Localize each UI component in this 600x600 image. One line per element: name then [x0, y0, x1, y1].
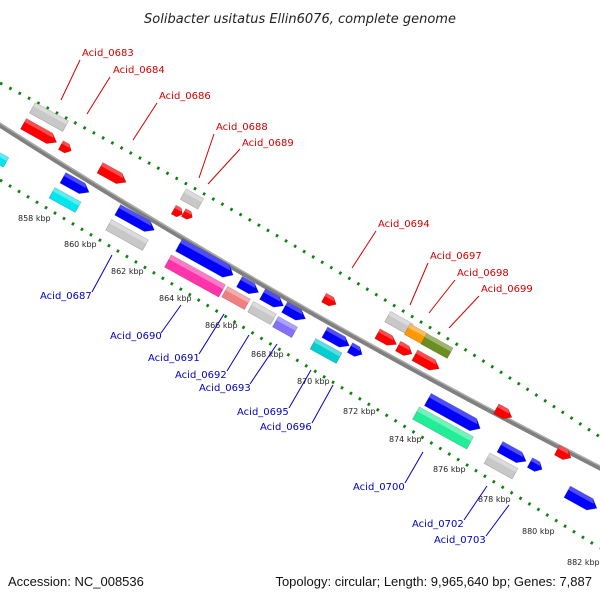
kbp-label: 870 kbp [297, 377, 330, 386]
gene-acid-0695 [309, 338, 343, 364]
gene-glyph [259, 288, 284, 308]
gene-glyph [374, 328, 398, 346]
gene-glyph [59, 172, 90, 194]
label-leader [351, 230, 377, 269]
label-leader [207, 148, 241, 185]
upper-track [0, 81, 600, 439]
gene-label-bottom: Acid_0696 [260, 422, 312, 433]
gene-acid-0703 [526, 457, 543, 472]
gene-glyph [281, 301, 306, 321]
gene-glyph [411, 349, 440, 371]
kbp-label: 860 kbp [64, 240, 97, 249]
gene-glyph [394, 340, 413, 356]
gene-acid-0693 [272, 316, 298, 338]
kbp-label: 878 kbp [478, 495, 511, 504]
gene-glyph [496, 441, 527, 463]
gene-label-bottom: Acid_0687 [40, 291, 92, 302]
label-leader [288, 369, 312, 409]
gene-acid-0691 [221, 286, 251, 310]
gene-acid-0700 [412, 406, 474, 450]
gene-acid-0686 [96, 162, 127, 184]
gene-acid-0699 [420, 333, 454, 359]
gene-glyph [114, 204, 155, 232]
gene-label-top: Acid_0688 [216, 122, 268, 133]
gene-acid-0683 [29, 102, 69, 132]
genome-backbone [0, 122, 600, 471]
label-leader [91, 254, 113, 293]
gene-glyph [423, 392, 481, 432]
gene-acid-0689 [170, 204, 183, 218]
label-leader [409, 262, 429, 306]
gene-acid-0684 [20, 118, 58, 144]
label-leader [448, 295, 480, 329]
gene-glyph [563, 485, 598, 511]
gene-glyph [321, 326, 350, 348]
gene-glyph [553, 444, 572, 460]
gene-label-top: Acid_0686 [159, 91, 211, 102]
map-title: Solibacter usitatus Ellin6076, complete … [144, 12, 456, 27]
kbp-label: 866 kbp [205, 321, 238, 330]
kbp-label: 864 kbp [159, 294, 192, 303]
gene-label-top: Acid_0694 [378, 219, 430, 230]
label-leader [60, 59, 81, 101]
gene-glyph [493, 403, 513, 419]
gene-acid-0694 [321, 292, 337, 307]
kbp-label: 876 kbp [433, 465, 466, 474]
label-leader [404, 451, 424, 484]
gene-glyph [175, 238, 234, 278]
gene-label-bottom: Acid_0703 [434, 535, 486, 546]
gene-glyph [57, 140, 72, 154]
gene-label-bottom: Acid_0700 [353, 482, 405, 493]
accession-label: Accession: NC_008536 [8, 574, 144, 589]
gene-glyph [236, 276, 260, 295]
gene-label-top: Acid_0689 [242, 138, 294, 149]
gene-label-bottom: Acid_0690 [110, 331, 162, 342]
kbp-label: 872 kbp [343, 407, 376, 416]
gene-label-top: Acid_0684 [113, 65, 165, 76]
kbp-label: 882 kbp [567, 558, 600, 567]
label-leader [463, 485, 488, 521]
kbp-label: 868 kbp [251, 350, 284, 359]
gene-label-bottom: Acid_0692 [175, 370, 227, 381]
label-leader [160, 304, 182, 334]
gene-label-bottom: Acid_0693 [199, 383, 251, 394]
label-leader [132, 102, 158, 141]
gene-acid-0688 [179, 188, 205, 210]
kbp-label: 858 kbp [18, 214, 51, 223]
kbp-label: 862 kbp [111, 267, 144, 276]
gene-label-top: Acid_0698 [457, 268, 509, 279]
gene-glyph [48, 187, 82, 213]
gene-acid-0687 [105, 219, 149, 251]
gene-label-top: Acid_0699 [481, 284, 533, 295]
gene-acid-0702 [483, 452, 519, 480]
label-leader [311, 384, 334, 424]
gene-label-bottom: Acid_0702 [412, 519, 464, 530]
lower-track [0, 178, 600, 550]
gene-glyph [0, 150, 10, 168]
label-leader [198, 133, 215, 179]
label-leader [226, 334, 250, 372]
gene-label-bottom: Acid_0691 [148, 353, 200, 364]
gene-acid-0690 [164, 254, 226, 298]
kbp-label: 874 kbp [389, 435, 422, 444]
gene-acid-0692 [247, 301, 277, 325]
gene-label-bottom: Acid_0695 [237, 407, 289, 418]
topology-label: Topology: circular; Length: 9,965,640 bp… [275, 574, 592, 589]
kbp-label: 880 kbp [522, 527, 555, 536]
label-leader [249, 343, 278, 385]
label-leader [485, 504, 510, 537]
gene-glyph [181, 208, 193, 220]
label-leader [86, 76, 111, 115]
gene-label-top: Acid_0683 [82, 48, 134, 59]
label-leader [428, 279, 456, 314]
label-leader [198, 313, 225, 355]
gene-acid-0696 [346, 342, 363, 357]
gene-label-top: Acid_0697 [430, 251, 482, 262]
